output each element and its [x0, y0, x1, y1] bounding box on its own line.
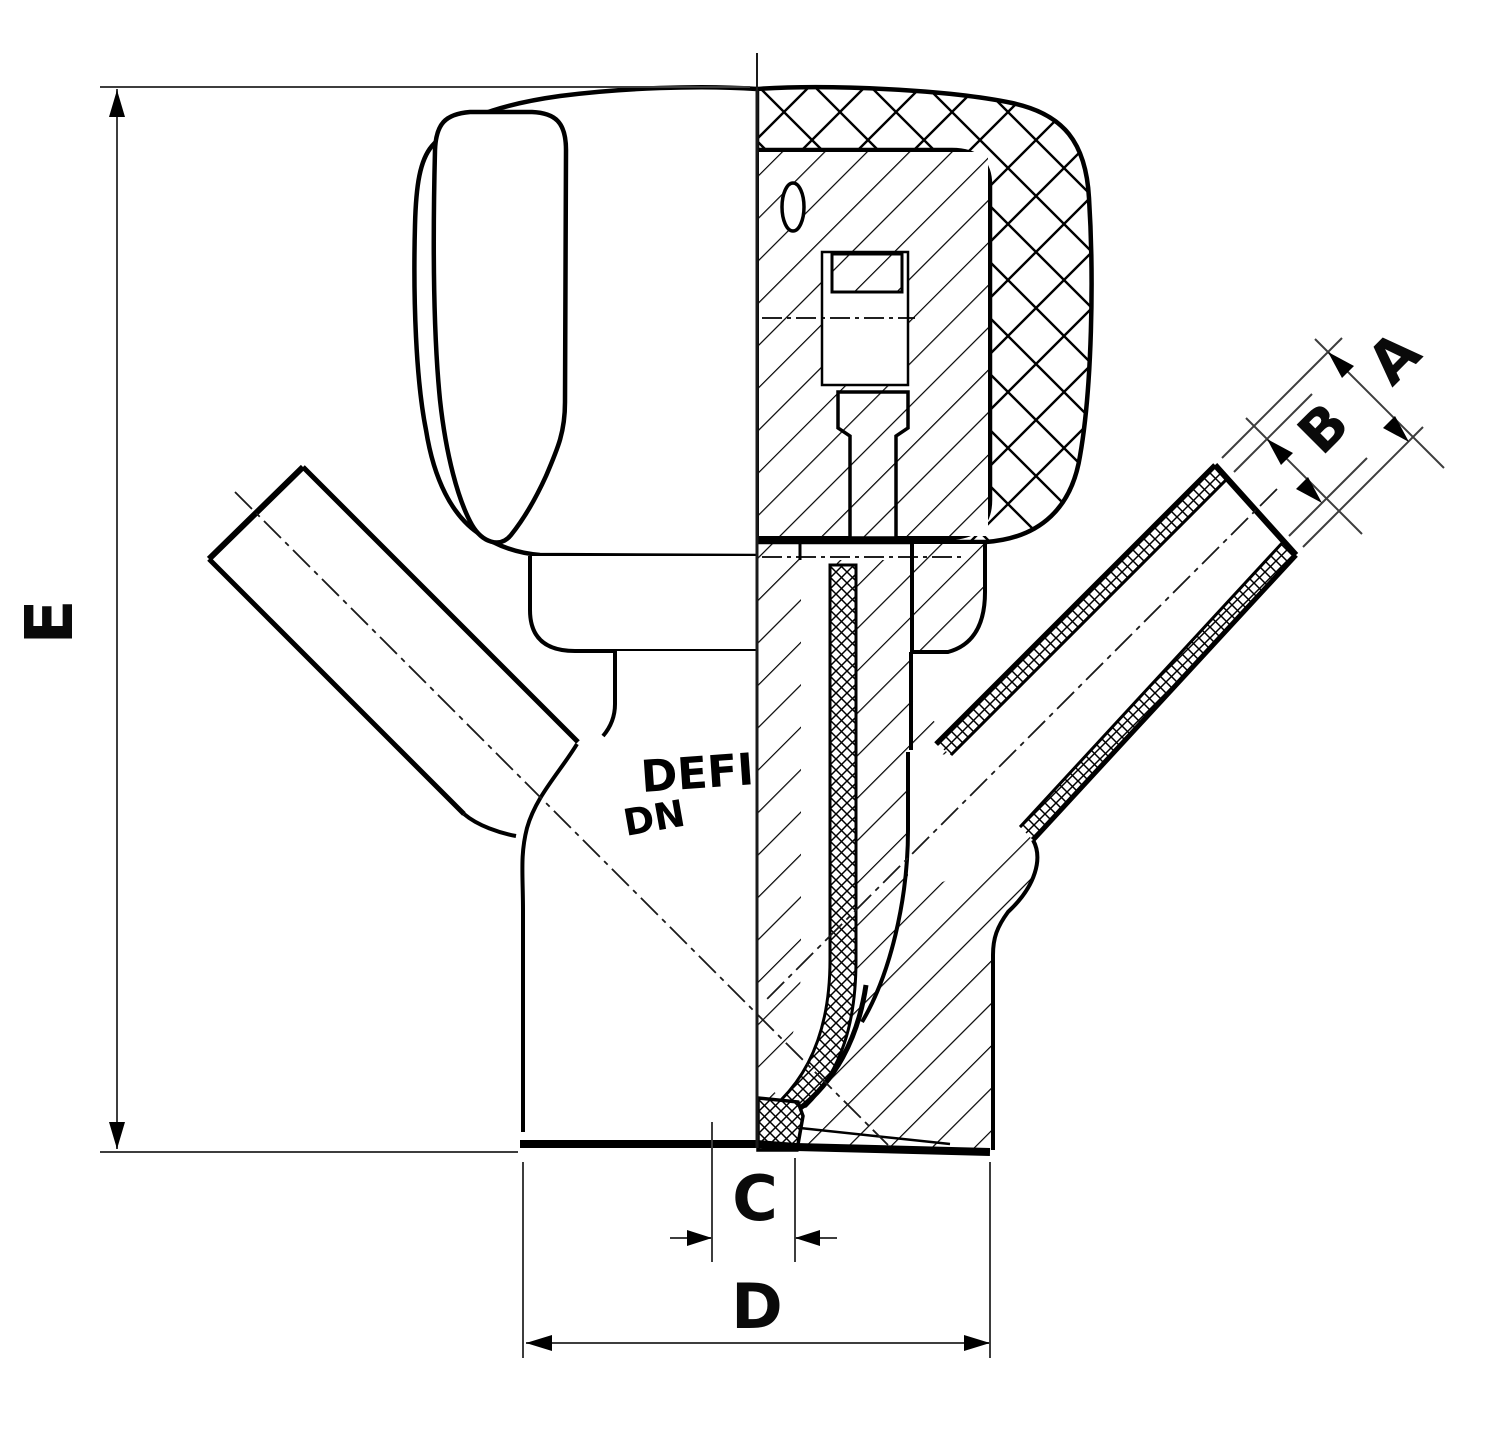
section-right-half: [754, 84, 1299, 1152]
arrow-d-left: [526, 1335, 552, 1351]
arrow-a-lower: [1383, 416, 1409, 442]
arrow-c-left: [687, 1230, 712, 1246]
dim-label-b: B: [1286, 391, 1362, 467]
clamp-face: [520, 1140, 991, 1156]
left-pipe: [206, 464, 580, 838]
dim-label-d: D: [731, 1270, 782, 1343]
arrow-b-upper: [1267, 439, 1293, 465]
centerlines: [234, 53, 1278, 1148]
dimension-d: D: [522, 1162, 991, 1358]
collar-outline: [528, 556, 757, 653]
dn-text: DN: [620, 792, 688, 845]
dim-label-c: C: [732, 1162, 778, 1235]
brand-text: DEFI: [639, 744, 755, 803]
stem-edge: [601, 651, 617, 738]
vent-hole: [780, 181, 806, 233]
dimension-c: C: [670, 1122, 837, 1262]
right-pipe-bore: [908, 478, 1283, 888]
body-right-step: [991, 839, 1040, 1150]
body-markings: DEFI DN: [620, 744, 755, 845]
dim-label-a: A: [1354, 318, 1434, 398]
knob-grip: [431, 109, 569, 545]
valve-head-curve: [796, 984, 869, 1112]
dim-label-e: E: [11, 599, 88, 644]
bonnet-flange: [910, 540, 987, 654]
body-left-outline: [520, 742, 579, 1132]
stem-nut: [830, 252, 904, 294]
arrow-e-bottom: [109, 1122, 125, 1149]
right-pipe-centerline: [765, 488, 1278, 1001]
stem-lower: [836, 390, 910, 540]
left-pipe-centerline: [234, 491, 889, 1146]
arrow-a-upper: [1328, 352, 1354, 378]
left-pipe-end-face: [206, 464, 306, 562]
arrow-b-lower: [1296, 477, 1322, 503]
arrow-c-right: [795, 1230, 820, 1246]
right-pipe-lower-wall: [1020, 542, 1296, 840]
arrow-d-right: [964, 1335, 990, 1351]
outside-left-half: [206, 85, 758, 1141]
flow-chamber: [772, 560, 830, 1102]
arrow-e-top: [109, 90, 125, 117]
dimension-e: E: [11, 86, 750, 1153]
right-pipe-upper-wall: [936, 465, 1228, 755]
